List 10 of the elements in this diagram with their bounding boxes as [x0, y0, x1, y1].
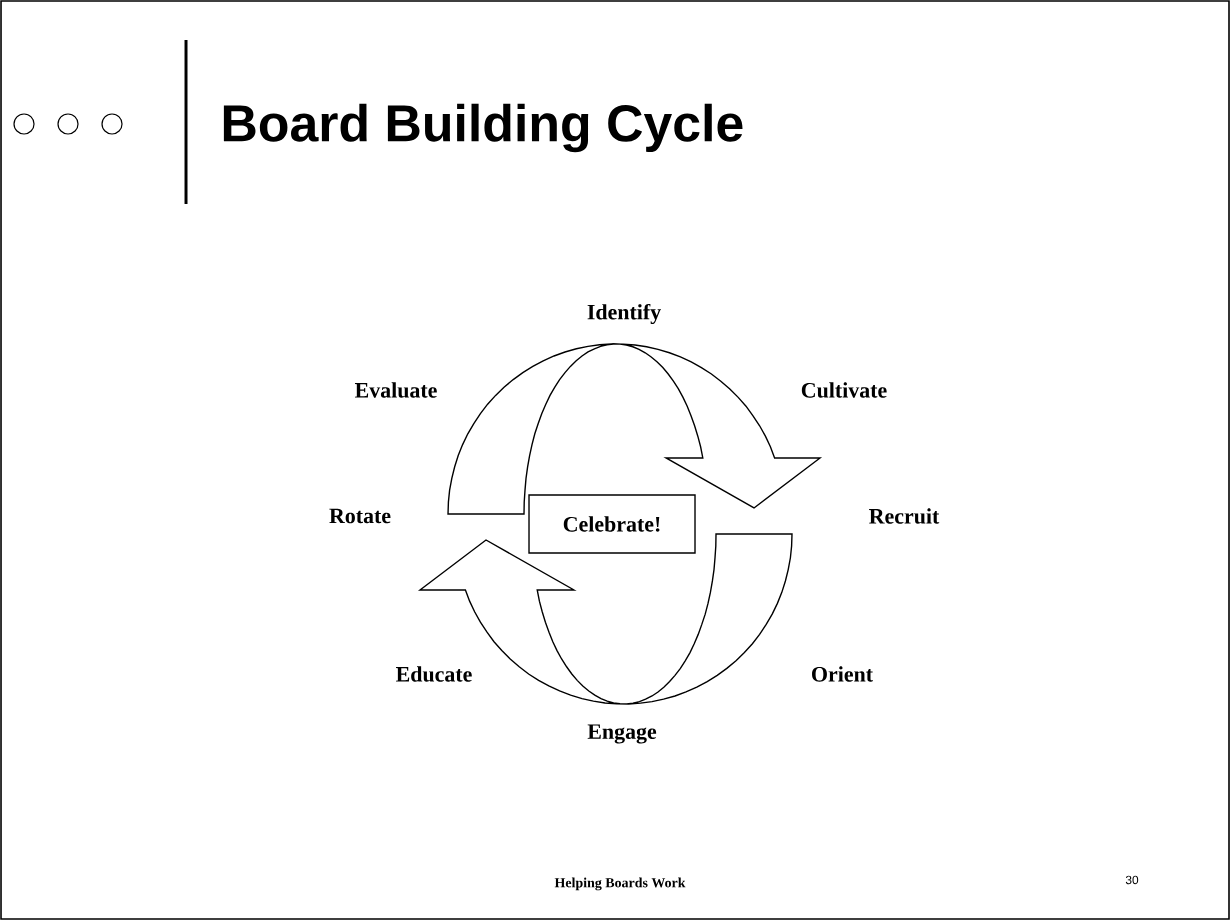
stage-label: Orient — [812, 666, 873, 682]
stage-label: Evaluate — [355, 382, 437, 398]
stage-label: Recruit — [869, 508, 940, 524]
stage-label: Identify — [587, 303, 661, 325]
center-box: Celebrate! — [528, 494, 696, 554]
stage-label: Rotate — [329, 508, 391, 524]
stage-label: Engage — [587, 724, 657, 744]
stage-label: Educate — [396, 666, 472, 682]
stage-label: Cultivate — [801, 382, 887, 398]
title: Board Building Cycle — [223, 103, 743, 153]
